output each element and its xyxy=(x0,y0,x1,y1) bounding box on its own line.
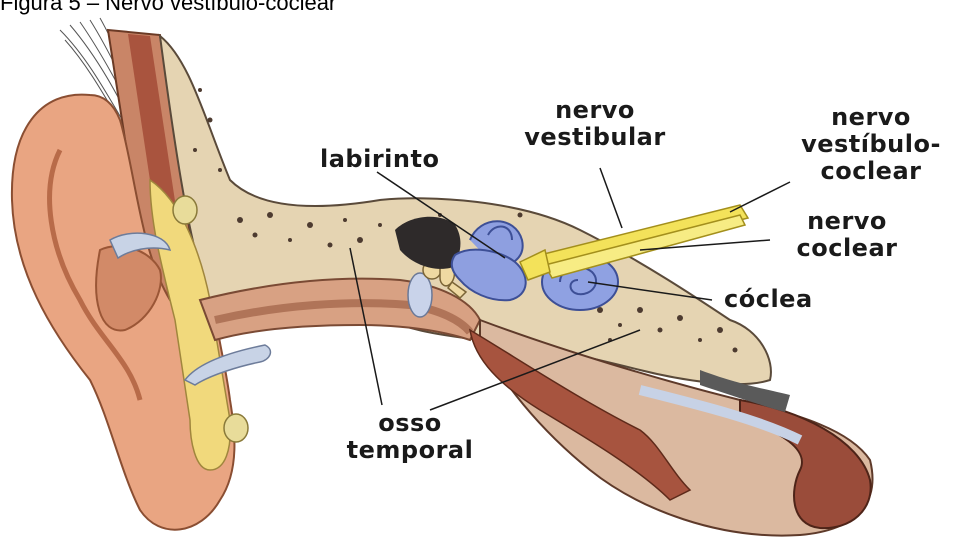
label-osso-temporal: osso temporal xyxy=(330,410,490,464)
label-vestibulo-coclear-line2: vestíbulo- xyxy=(786,131,956,158)
label-osso-temporal-line2: temporal xyxy=(330,437,490,464)
label-vestibulo-coclear-line3: coclear xyxy=(786,158,956,185)
label-nervo-vestibular-line2: vestibular xyxy=(505,124,685,151)
label-nervo-coclear-line1: nervo xyxy=(772,208,922,235)
tympanic-membrane xyxy=(408,273,432,317)
label-nervo-coclear-line2: coclear xyxy=(772,235,922,262)
label-nervo-vestibulo-coclear: nervo vestíbulo- coclear xyxy=(786,104,956,185)
label-coclea: cóclea xyxy=(724,286,813,313)
label-labirinto: labirinto xyxy=(320,146,439,173)
label-nervo-vestibular-line1: nervo xyxy=(505,97,685,124)
label-osso-temporal-line1: osso xyxy=(330,410,490,437)
label-vestibulo-coclear-line1: nervo xyxy=(786,104,956,131)
label-nervo-vestibular: nervo vestibular xyxy=(505,97,685,151)
label-nervo-coclear: nervo coclear xyxy=(772,208,922,262)
